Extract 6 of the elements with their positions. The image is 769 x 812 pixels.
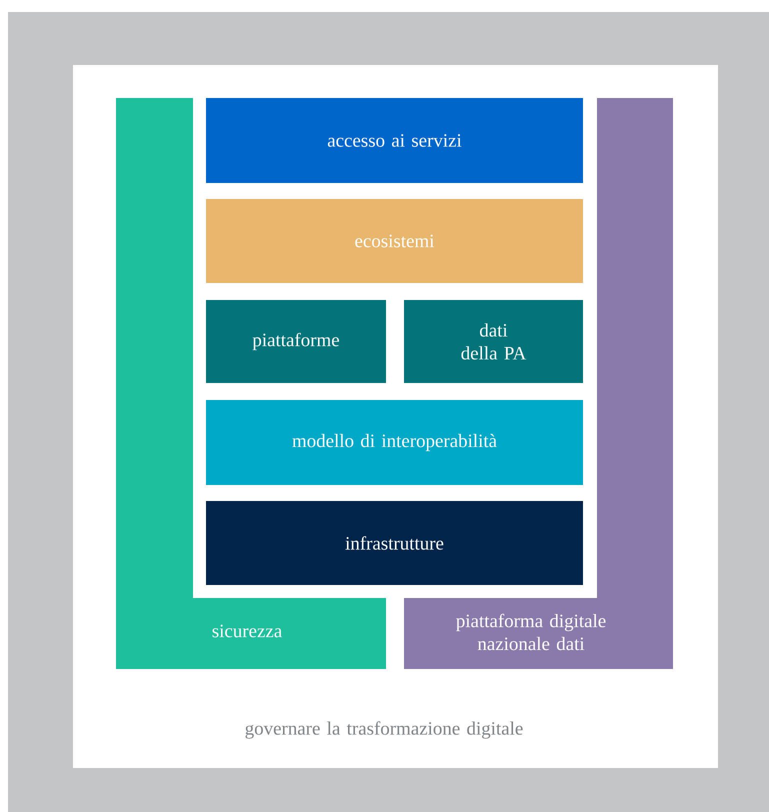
layer-box: piattaforme	[206, 300, 386, 383]
layer-box: dati della PA	[404, 300, 583, 383]
layer-box: ecosistemi	[206, 199, 583, 283]
layer-box: infrastrutture	[206, 501, 583, 585]
layer-box: modello di interoperabilità	[206, 400, 583, 485]
layer-box: accesso ai servizi	[206, 98, 583, 183]
